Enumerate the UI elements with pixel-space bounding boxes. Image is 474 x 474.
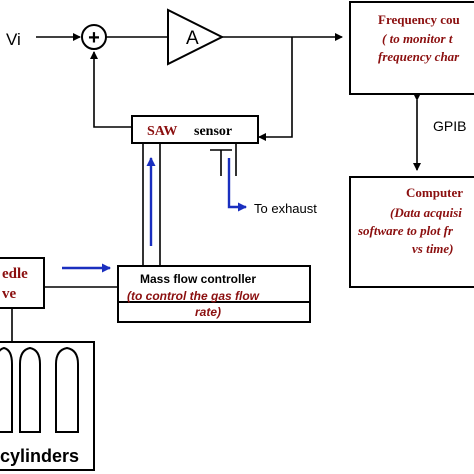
computer-line1: (Data acquisi — [390, 205, 462, 220]
needle-valve-line1: edle — [2, 266, 28, 282]
summing-symbol: + — [88, 27, 100, 49]
computer-line3: vs time) — [412, 241, 454, 256]
saw-sensor-box: SAW sensor — [131, 115, 259, 144]
mfc-line2: rate) — [195, 305, 221, 319]
saw-sensor-suffix: sensor — [194, 124, 232, 139]
frequency-counter-line1: ( to monitor t — [382, 31, 453, 46]
input-label: Vi — [6, 30, 21, 49]
exhaust-label: To exhaust — [254, 201, 317, 216]
mfc-lower-border — [117, 265, 311, 323]
mfc-title: Mass flow controller — [140, 272, 256, 286]
gpib-label: GPIB — [433, 118, 466, 134]
computer-box: Computer (Data acquisi software to plot … — [349, 176, 474, 288]
amplifier-label: A — [186, 28, 199, 49]
mfc-line1: (to control the gas flow — [127, 289, 260, 303]
exhaust-flow-arrow — [227, 158, 247, 212]
gas-cylinders-label: cylinders — [0, 446, 79, 466]
frequency-counter-title: Frequency cou — [378, 12, 460, 27]
gas-cylinder — [55, 346, 79, 433]
gas-cylinders-enclosure: cylinders — [0, 341, 95, 471]
amplifier: A — [167, 8, 225, 66]
needle-valve-line2: ve — [2, 286, 17, 302]
gpib-label-bg — [431, 116, 471, 136]
saw-sensor-title: SAW — [147, 124, 177, 139]
frequency-counter-box: Frequency cou ( to monitor t frequency c… — [349, 1, 474, 95]
summing-junction: + — [81, 24, 107, 50]
needle-valve-box: edle ve — [0, 257, 45, 309]
mass-flow-controller-box: Mass flow controller (to control the gas… — [117, 265, 311, 319]
frequency-counter-line2: frequency char — [378, 49, 460, 64]
computer-line2: software to plot fr — [357, 223, 454, 238]
loop-right-line — [258, 37, 293, 141]
computer-title: Computer — [406, 185, 463, 200]
gas-cylinder — [19, 346, 41, 433]
exhaust-tube — [210, 143, 247, 212]
inlet-tube — [142, 143, 161, 266]
loop-left-line — [90, 51, 132, 128]
gas-cylinder — [0, 346, 13, 433]
